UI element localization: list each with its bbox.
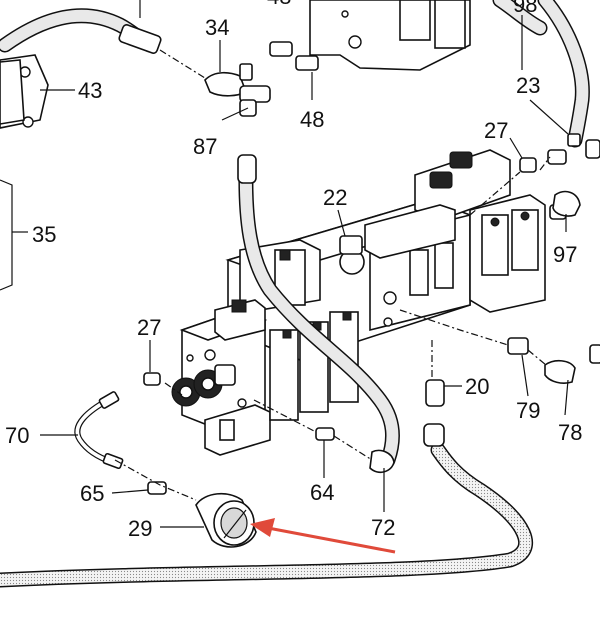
callout-43: 43	[78, 78, 102, 103]
callout-65: 65	[80, 481, 104, 506]
callout-35: 35	[32, 222, 56, 247]
motor-43	[0, 54, 49, 129]
callout-labels: 98 34 43 23 48 87 27 35 22 97 27 20 79 7…	[5, 0, 582, 541]
top-right-hose	[492, 0, 590, 148]
callout-27-left: 27	[137, 315, 161, 340]
callout-78: 78	[558, 420, 582, 445]
callout-97: 97	[553, 242, 577, 267]
thin-hose-70	[74, 391, 124, 470]
callout-27-top: 27	[484, 118, 508, 143]
leader-lines	[12, 0, 569, 528]
callout-4x-partial: 48	[267, 0, 291, 9]
bottom-hose	[0, 442, 534, 588]
small-fittings	[143, 133, 600, 495]
callout-64: 64	[310, 480, 334, 505]
dash-lines	[114, 49, 551, 501]
callout-20: 20	[465, 374, 489, 399]
callout-29: 29	[128, 516, 152, 541]
callout-23: 23	[516, 73, 540, 98]
callout-87: 87	[193, 134, 217, 159]
main-manifold	[225, 149, 546, 361]
top-left-hose	[0, 8, 162, 54]
callout-79: 79	[516, 398, 540, 423]
callout-48: 48	[300, 107, 324, 132]
gauge-29	[195, 492, 257, 548]
bracket-35	[0, 179, 13, 291]
callout-34: 34	[205, 15, 229, 40]
callout-22: 22	[323, 185, 347, 210]
red-arrow	[250, 518, 396, 554]
callout-98: 98	[513, 0, 537, 17]
callout-70: 70	[5, 423, 29, 448]
callout-72: 72	[371, 515, 395, 540]
center-hose	[237, 154, 400, 474]
upper-valve-block	[309, 0, 471, 71]
fittings-top	[204, 41, 319, 117]
